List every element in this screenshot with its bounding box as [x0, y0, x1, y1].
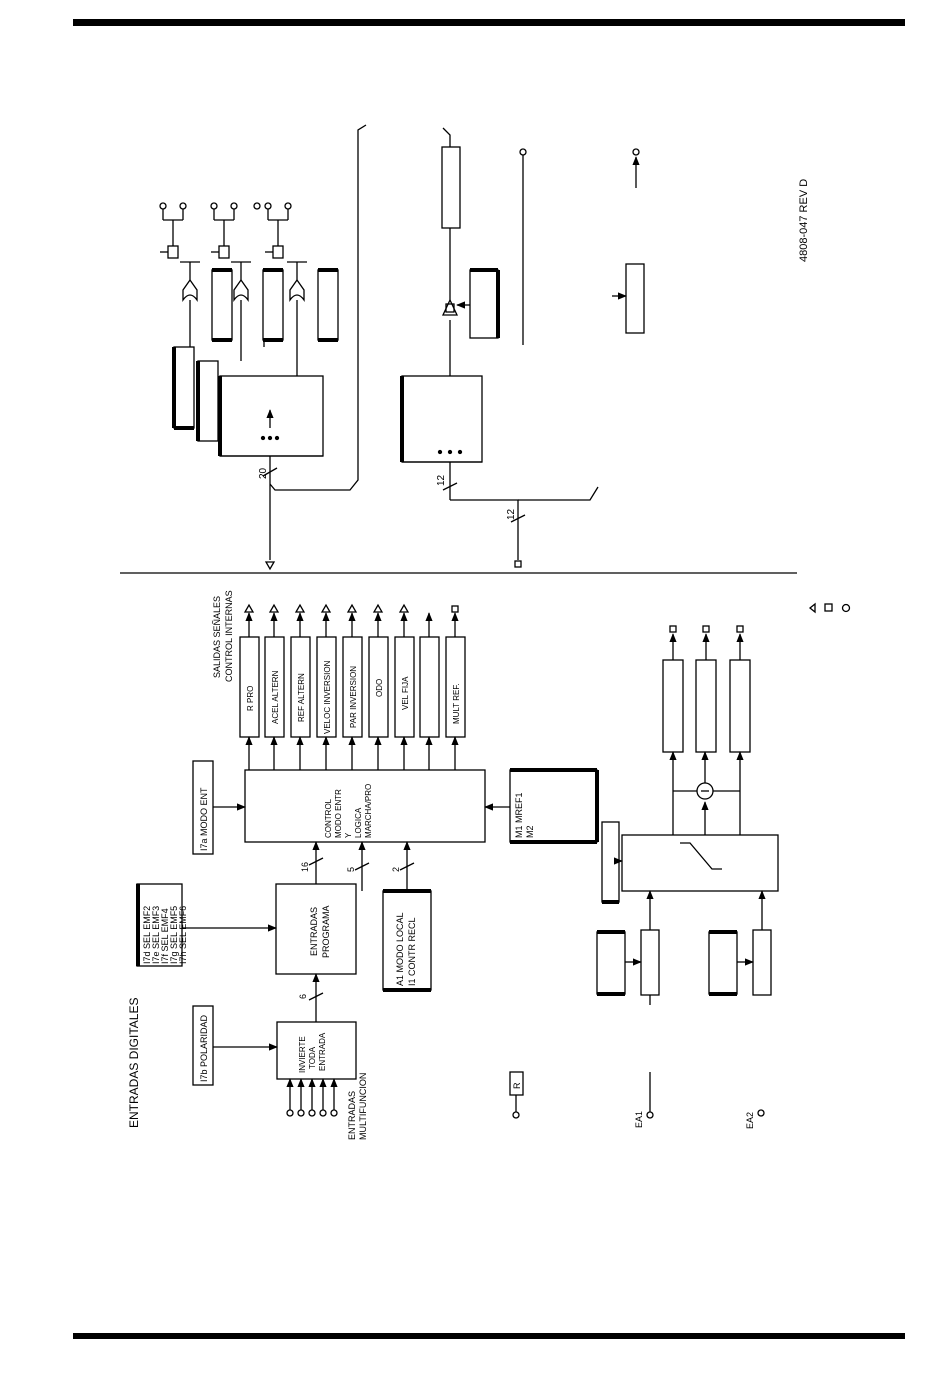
mref-line-2: M2 [525, 825, 535, 838]
invert-line-1: INVIERTE [298, 1036, 307, 1073]
logic-line-2: MODO ENTR [334, 789, 343, 838]
output-terminals [243, 603, 459, 613]
polarity-label: I7b POLARIDAD [199, 1014, 209, 1082]
bus-five-count: 5 [346, 867, 356, 872]
local-line-1: A1 MODO LOCAL [395, 912, 405, 986]
bus-invert-count: 6 [298, 994, 308, 999]
ea2-conditioner [752, 929, 772, 996]
output-filter [441, 146, 461, 229]
output-label-3: REF ALTERN [297, 673, 306, 722]
output-label-5: PAR INVERSION [349, 666, 358, 728]
bottom-rule [73, 1333, 905, 1339]
emf-sel-3: I7f SEL EMF4 [160, 908, 170, 964]
bus-20-label: 20 [258, 467, 269, 479]
ea2-terminal [757, 1109, 765, 1117]
polarity-box [192, 1005, 214, 1086]
bus-two-count: 2 [391, 867, 401, 872]
ramp-block [621, 834, 779, 892]
emf-sel-1: I7d SEL EMF2 [142, 906, 152, 964]
program-line-2: PROGRAMA [321, 905, 331, 958]
emf-sel-5: I7h SEL EMF6 [178, 906, 188, 964]
labels: 4808-047 REV D ENTRADAS DIGITALES ENTRAD… [127, 179, 810, 1140]
multifunction-inputs [286, 1078, 338, 1117]
ea2-label: EA2 [745, 1112, 755, 1129]
top-rule [73, 19, 905, 26]
output-label-2: ACEL ALTERN [271, 670, 280, 724]
resistor-label: R [512, 1082, 522, 1089]
multifunction-label-1: ENTRADAS [347, 1091, 357, 1140]
logic-line-1: CONTROL [324, 798, 333, 838]
mref-line-1: M1 MREF1 [514, 792, 524, 838]
amplifier [441, 298, 459, 316]
output-label-6: ODO [375, 679, 384, 697]
emf-sel-2: I7e SEL EMF3 [151, 906, 161, 964]
output-label-4: VELOC INVERSION [323, 660, 332, 734]
logic-line-5: MARCHA/PRO [364, 784, 373, 838]
ea1-terminal [646, 1111, 654, 1119]
logic-line-3: Y [344, 832, 353, 838]
relay-outputs [159, 124, 367, 571]
bus-12a-label: 12 [436, 474, 447, 486]
invert-line-3: ENTRADA [318, 1032, 327, 1071]
output-label-7: VEL FIJA [401, 676, 410, 710]
emf-sel-4: I7g SEL EMF5 [169, 906, 179, 964]
doc-code: 4808-047 REV D [798, 179, 810, 262]
outputs-title-2: CONTROL INTERNAS [224, 590, 234, 682]
output-label-9: MULT REF. [452, 683, 461, 724]
analog-output-chain [400, 127, 645, 568]
mode-param-label: I7a MODO ENT [199, 787, 209, 851]
outputs-title-1: SALIDAS SEÑALES [212, 596, 222, 678]
local-line-2: I1 CONTR RECL [407, 917, 417, 986]
logic-line-4: LOGICA [354, 807, 363, 838]
output-arrows [245, 612, 459, 770]
ea1-conditioner [640, 929, 660, 996]
legend-symbols [808, 602, 851, 614]
program-line-1: ENTRADAS [309, 907, 319, 956]
digital-title: ENTRADAS DIGITALES [127, 998, 141, 1128]
bus-program-count: 16 [300, 862, 310, 872]
invert-line-2: TODA [308, 1046, 317, 1069]
output-label-1: R PRO [246, 686, 255, 711]
bus-12b-label: 12 [506, 508, 517, 520]
multifunction-label-2: MULTIFUNCION [358, 1073, 368, 1140]
ea1-label: EA1 [634, 1111, 644, 1128]
